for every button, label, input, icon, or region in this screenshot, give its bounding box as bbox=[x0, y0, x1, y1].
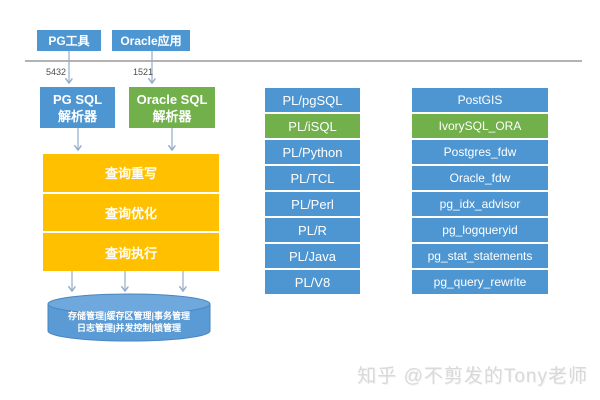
extension-item: PostGIS bbox=[412, 88, 548, 112]
client-to-parser-arrows bbox=[69, 51, 152, 83]
pl-language-item: PL/Python bbox=[265, 140, 360, 164]
parser-box-oracle-sql: Oracle SQL 解析器 bbox=[129, 87, 215, 128]
parser-oracle-line2: 解析器 bbox=[152, 108, 192, 124]
port-label-pg: 5432 bbox=[46, 67, 67, 77]
database-cylinder bbox=[47, 293, 211, 342]
pl-language-item: PL/Java bbox=[265, 244, 360, 268]
client-box-pg-tools-label: PG工具 bbox=[48, 34, 90, 48]
pl-language-item: PL/V8 bbox=[265, 270, 360, 294]
extensions-column: PostGIS IvorySQL_ORA Postgres_fdw Oracle… bbox=[412, 88, 548, 294]
parser-oracle-line1: Oracle SQL bbox=[136, 91, 208, 107]
parser-pg-line1: PG SQL bbox=[52, 91, 103, 107]
client-box-oracle-app: Oracle应用 bbox=[112, 30, 190, 51]
extension-item: Oracle_fdw bbox=[412, 166, 548, 190]
storage-text-line2: 日志管理|并发控制|锁管理 bbox=[76, 323, 182, 333]
engine-row-optimize: 查询优化 bbox=[43, 193, 219, 232]
extension-item: pg_query_rewrite bbox=[412, 270, 548, 294]
extension-item-highlighted: IvorySQL_ORA bbox=[412, 114, 548, 138]
pl-language-item: PL/TCL bbox=[265, 166, 360, 190]
extension-item: pg_idx_advisor bbox=[412, 192, 548, 216]
engine-to-storage-arrows bbox=[72, 271, 183, 291]
client-box-pg-tools: PG工具 bbox=[37, 30, 101, 51]
pl-language-item: PL/pgSQL bbox=[265, 88, 360, 112]
extension-item: pg_stat_statements bbox=[412, 244, 548, 268]
engine-row-execute: 查询执行 bbox=[43, 233, 219, 272]
zhihu-watermark: 知乎 @不剪发的Tony老师 bbox=[357, 366, 588, 387]
storage-manager-text: 存储管理|缓存区管理|事务管理 日志管理|并发控制|锁管理 bbox=[48, 310, 210, 334]
port-label-oracle: 1521 bbox=[133, 67, 154, 77]
pl-language-item: PL/Perl bbox=[265, 192, 360, 216]
storage-text-line1: 存储管理|缓存区管理|事务管理 bbox=[67, 311, 191, 321]
extension-item: Postgres_fdw bbox=[412, 140, 548, 164]
extension-item: pg_logqueryid bbox=[412, 218, 548, 242]
client-box-oracle-app-label: Oracle应用 bbox=[120, 34, 182, 48]
parser-pg-line2: 解析器 bbox=[57, 108, 97, 124]
pl-language-item: PL/R bbox=[265, 218, 360, 242]
pl-languages-column: PL/pgSQL PL/iSQL PL/Python PL/TCL PL/Per… bbox=[265, 88, 360, 294]
parser-box-pg-sql: PG SQL 解析器 bbox=[40, 87, 115, 128]
parser-to-engine-arrows bbox=[78, 128, 172, 150]
pl-language-item-highlighted: PL/iSQL bbox=[265, 114, 360, 138]
engine-row-rewrite: 查询重写 bbox=[43, 154, 219, 192]
query-engine-block: 查询重写 查询优化 查询执行 bbox=[43, 154, 219, 272]
